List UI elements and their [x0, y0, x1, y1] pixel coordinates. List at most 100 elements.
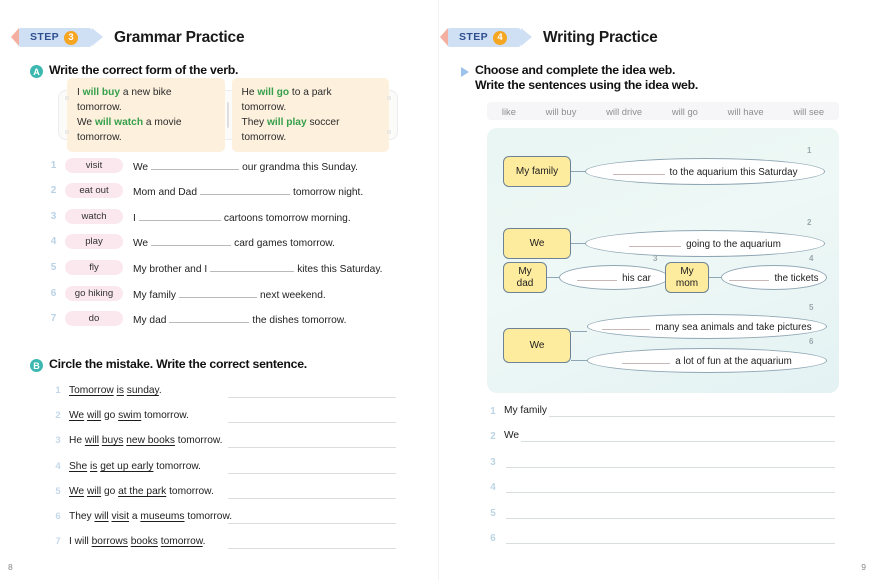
sentence-suffix: card games tomorrow. [234, 237, 335, 249]
example-sentence: I will buy a new bike tomorrow. [77, 85, 215, 115]
writing-line-number: 5 [490, 508, 496, 519]
oval-content: his car [577, 272, 651, 284]
answer-write-line[interactable] [228, 473, 396, 474]
answer-write-line[interactable] [228, 498, 396, 499]
verb-chip[interactable]: fly [65, 260, 123, 275]
sentence-suffix: our grandma this Sunday. [242, 161, 359, 173]
mistake-number: 7 [55, 536, 61, 547]
oval-answer-blank[interactable] [612, 166, 665, 175]
underlined-word: will [86, 486, 102, 497]
verb-chip[interactable]: go hiking [65, 286, 123, 301]
connector-line [709, 277, 721, 278]
exercise-sentence: My brother and I kites this Saturday. [133, 261, 383, 275]
plain-word: tomorrow. [141, 410, 189, 421]
sentence-suffix: kites this Saturday. [297, 263, 383, 275]
answer-blank[interactable] [179, 287, 258, 298]
underlined-word: will [94, 511, 109, 522]
sentence-prefix: My brother and I [133, 263, 208, 275]
oval-answer-blank[interactable] [622, 355, 671, 364]
oval-answer-blank[interactable] [729, 272, 770, 281]
writing-line-number: 1 [490, 406, 496, 417]
mistake-number: 5 [55, 486, 61, 497]
verb-chip[interactable]: eat out [65, 183, 123, 198]
verb-chip[interactable]: do [65, 311, 123, 326]
mistake-number: 1 [55, 385, 61, 396]
answer-write-line[interactable] [228, 397, 396, 398]
word-bank-item[interactable]: like [501, 105, 516, 117]
answer-blank[interactable] [169, 312, 250, 323]
underlined-word: We [69, 410, 85, 421]
word-bank-item[interactable]: will have [727, 105, 764, 117]
underlined-word: visit [111, 511, 130, 522]
mistake-sentence[interactable]: He will buys new books tomorrow. [69, 435, 223, 446]
writing-blank-line[interactable] [506, 507, 835, 519]
answer-write-line[interactable] [228, 447, 396, 448]
example-sentence: We will watch a movie tomorrow. [77, 115, 215, 145]
oval-number: 2 [807, 218, 812, 227]
oval-content: the tickets [729, 272, 819, 284]
answer-blank[interactable] [151, 235, 232, 246]
exercise-number: 3 [50, 211, 57, 222]
verb-chip[interactable]: visit [65, 158, 123, 173]
oval-content: many sea animals and take pictures [602, 321, 812, 333]
mistake-sentence[interactable]: We will go swim tomorrow. [69, 410, 189, 421]
writing-blank-line[interactable] [506, 481, 835, 493]
word-bank-item[interactable]: will see [793, 105, 825, 117]
exercise-number: 1 [50, 160, 57, 171]
mistake-sentence[interactable]: She is get up early tomorrow. [69, 461, 201, 472]
screw-icon [65, 130, 69, 134]
idea-web-node-my-dad[interactable]: My dad [503, 262, 547, 293]
writing-blank-line[interactable] [549, 405, 835, 417]
underlined-word: new books [126, 435, 175, 446]
oval-answer-blank[interactable] [602, 321, 651, 330]
writing-line-row: 4 [487, 481, 835, 493]
mistake-sentence[interactable]: I will borrows books tomorrow. [69, 536, 206, 547]
answer-blank[interactable] [138, 210, 221, 221]
answer-blank[interactable] [200, 184, 290, 195]
idea-web-oval-3[interactable]: his car [559, 265, 669, 290]
oval-answer-blank[interactable] [629, 238, 682, 247]
mistake-number: 2 [55, 410, 61, 421]
answer-blank[interactable] [151, 159, 240, 170]
answer-write-line[interactable] [228, 548, 396, 549]
verb-chip[interactable]: watch [65, 209, 123, 224]
example-box-divider [225, 102, 232, 128]
connector-line [571, 171, 585, 172]
idea-web-node-we-2[interactable]: We [503, 328, 571, 363]
idea-web-oval-1[interactable]: to the aquarium this Saturday [585, 158, 825, 185]
mistake-sentence[interactable]: We will go at the park tomorrow. [69, 486, 214, 497]
mistake-sentence[interactable]: Tomorrow is sunday. [69, 385, 162, 396]
section-b-heading-text: Circle the mistake. Write the correct se… [49, 357, 307, 371]
answer-blank[interactable] [210, 261, 295, 272]
idea-web-node-my-family[interactable]: My family [503, 156, 571, 187]
idea-web-oval-5[interactable]: many sea animals and take pictures [587, 314, 827, 339]
answer-write-line[interactable] [228, 523, 396, 524]
plain-word: tomorrow. [184, 511, 233, 522]
verb-chip[interactable]: play [65, 234, 123, 249]
example-post: a new bike tomorrow. [77, 87, 172, 113]
mistake-row: 7 I will borrows books tomorrow. [52, 534, 452, 549]
idea-web-oval-4[interactable]: the tickets [721, 265, 827, 290]
idea-web-oval-6[interactable]: a lot of fun at the aquarium [587, 348, 827, 373]
writing-blank-line[interactable] [506, 456, 835, 468]
idea-web-node-we-1[interactable]: We [503, 228, 571, 259]
idea-web-oval-2[interactable]: going to the aquarium [585, 230, 825, 257]
answer-write-line[interactable] [228, 422, 396, 423]
word-bank-item[interactable]: will go [671, 105, 698, 117]
mistake-sentence[interactable]: They will visit a museums tomorrow. [69, 511, 232, 522]
writing-blank-line[interactable] [506, 532, 835, 544]
oval-number: 3 [653, 254, 658, 263]
word-bank-item[interactable]: will buy [545, 105, 577, 117]
word-bank: like will buy will drive will go will ha… [487, 102, 839, 120]
underlined-word: sunday [126, 385, 159, 396]
oval-answer-blank[interactable] [577, 272, 618, 281]
writing-blank-line[interactable] [521, 430, 835, 442]
word-bank-item[interactable]: will drive [606, 105, 643, 117]
idea-web-node-my-mom[interactable]: My mom [665, 262, 709, 293]
oval-content: to the aquarium this Saturday [612, 166, 797, 178]
